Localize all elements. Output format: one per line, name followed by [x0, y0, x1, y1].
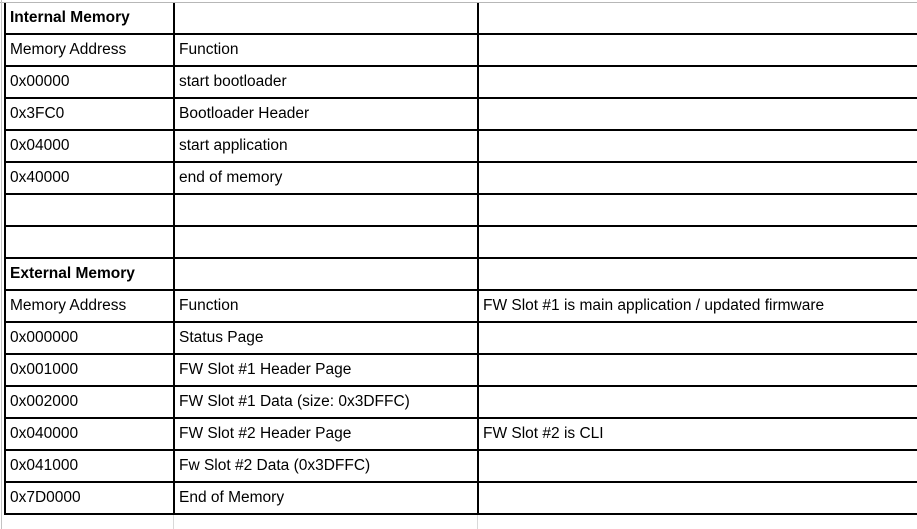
function-cell[interactable]	[173, 227, 477, 259]
gridline-vertical-col1-partial-row	[173, 515, 174, 529]
notes-cell[interactable]	[477, 483, 917, 515]
memory-address-cell[interactable]	[4, 195, 173, 227]
memory-address-cell[interactable]: 0x040000	[4, 419, 173, 451]
function-cell[interactable]: start bootloader	[173, 67, 477, 99]
notes-cell[interactable]	[477, 323, 917, 355]
function-cell[interactable]: start application	[173, 131, 477, 163]
notes-cell[interactable]	[477, 227, 917, 259]
function-cell[interactable]: End of Memory	[173, 483, 477, 515]
notes-cell[interactable]: FW Slot #2 is CLI	[477, 419, 917, 451]
notes-cell[interactable]	[477, 35, 917, 67]
memory-address-cell[interactable]: Memory Address	[4, 291, 173, 323]
function-cell[interactable]	[173, 3, 477, 35]
notes-cell[interactable]: FW Slot #1 is main application / updated…	[477, 291, 917, 323]
memory-address-cell[interactable]: 0x40000	[4, 163, 173, 195]
function-cell[interactable]: FW Slot #2 Header Page	[173, 419, 477, 451]
memory-address-cell[interactable]: 0x000000	[4, 323, 173, 355]
notes-cell[interactable]	[477, 195, 917, 227]
function-cell[interactable]	[173, 259, 477, 291]
function-cell[interactable]: FW Slot #1 Header Page	[173, 355, 477, 387]
memory-address-cell[interactable]: 0x00000	[4, 67, 173, 99]
memory-address-cell[interactable]: 0x7D0000	[4, 483, 173, 515]
memory-address-cell[interactable]: Internal Memory	[4, 3, 173, 35]
memory-address-cell[interactable]: 0x3FC0	[4, 99, 173, 131]
notes-cell[interactable]	[477, 451, 917, 483]
function-cell[interactable]: Status Page	[173, 323, 477, 355]
memory-address-cell[interactable]: Memory Address	[4, 35, 173, 67]
function-cell[interactable]	[173, 195, 477, 227]
function-cell[interactable]: Fw Slot #2 Data (0x3DFFC)	[173, 451, 477, 483]
memory-address-cell[interactable]	[4, 227, 173, 259]
function-cell[interactable]: end of memory	[173, 163, 477, 195]
memory-address-cell[interactable]: 0x002000	[4, 387, 173, 419]
memory-address-cell[interactable]: 0x04000	[4, 131, 173, 163]
gridline-horizontal-top	[0, 2, 917, 3]
memory-address-cell[interactable]: External Memory	[4, 259, 173, 291]
notes-cell[interactable]	[477, 163, 917, 195]
memory-address-cell[interactable]: 0x041000	[4, 451, 173, 483]
notes-cell[interactable]	[477, 259, 917, 291]
memory-address-cell[interactable]: 0x001000	[4, 355, 173, 387]
notes-cell[interactable]	[477, 387, 917, 419]
function-cell[interactable]: Function	[173, 35, 477, 67]
notes-cell[interactable]	[477, 3, 917, 35]
gridline-vertical-left	[1, 0, 2, 529]
function-cell[interactable]: FW Slot #1 Data (size: 0x3DFFC)	[173, 387, 477, 419]
notes-cell[interactable]	[477, 67, 917, 99]
gridline-vertical-col2-partial-row	[477, 515, 478, 529]
notes-cell[interactable]	[477, 99, 917, 131]
function-cell[interactable]: Bootloader Header	[173, 99, 477, 131]
notes-cell[interactable]	[477, 355, 917, 387]
notes-cell[interactable]	[477, 131, 917, 163]
function-cell[interactable]: Function	[173, 291, 477, 323]
